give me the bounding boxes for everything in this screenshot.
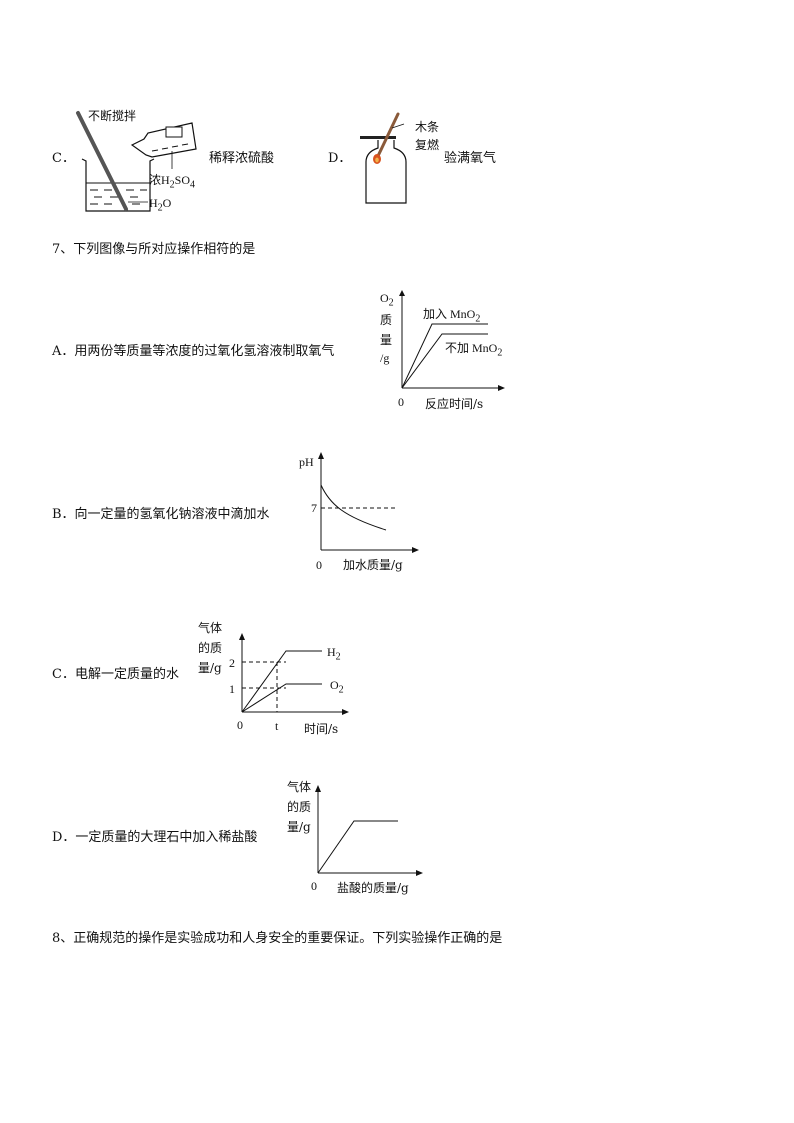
chart-c-y-l1: 气体 xyxy=(198,621,223,635)
chart-c-tick-1: 1 xyxy=(229,682,235,696)
chart-b-axes xyxy=(318,452,419,553)
chart-d-origin: 0 xyxy=(311,879,317,893)
series-without-mno2-line xyxy=(401,333,488,389)
h2-line xyxy=(241,650,322,713)
chart-b-xlabel: 加水质量/g xyxy=(343,558,403,572)
chart-d-y-l3: 量/g xyxy=(287,820,311,834)
q6-option-d-letter: D． xyxy=(328,151,352,166)
chart-c-xlabel: 时间/s xyxy=(304,722,339,736)
chart-b-tick-7: 7 xyxy=(311,501,317,515)
chart-c-origin: 0 xyxy=(237,718,243,732)
o2-line xyxy=(241,683,322,713)
y-o: O xyxy=(380,291,389,305)
y-o-sub: 2 xyxy=(388,297,394,309)
ph-curve xyxy=(320,484,387,531)
q6-option-d-caption: 验满氧气 xyxy=(444,151,497,166)
chart-c-tick-2: 2 xyxy=(229,656,235,670)
chart-c-o2-label: O2 xyxy=(330,677,344,698)
water-suffix: O xyxy=(162,196,172,210)
q7-option-c-text: C．电解一定质量的水 xyxy=(52,667,179,682)
chart-c-tick-t: t xyxy=(275,719,279,733)
chart-a-y-l3: /g xyxy=(380,351,390,365)
chart-a-series1-label: 加入 MnO2 xyxy=(423,306,480,327)
chart-c-y-l3: 量/g xyxy=(198,661,222,675)
gas-mass-line xyxy=(317,820,398,874)
dilution-apparatus-diagram xyxy=(76,111,197,212)
chart-d-xlabel: 盐酸的质量/g xyxy=(337,881,409,895)
conc-sulfuric-acid-label: 浓H2SO4 xyxy=(149,172,195,193)
relight-label: 复燃 xyxy=(415,138,440,152)
chart-c-axes xyxy=(239,633,349,715)
chart-a-y-l2: 量 xyxy=(380,333,393,347)
stick-label: 木条 xyxy=(415,120,440,134)
chart-a-series2-label: 不加 MnO2 xyxy=(445,340,502,361)
chart-d-axes xyxy=(315,785,423,876)
chart-d-y-l1: 气体 xyxy=(287,780,312,794)
chart-a-xlabel: 反应时间/s xyxy=(425,397,484,411)
acid-sub-2: 2 xyxy=(169,179,175,191)
chart-d-y-l2: 的质 xyxy=(287,800,312,814)
water-sub: 2 xyxy=(157,202,163,214)
chart-a-y-o2: O2 xyxy=(380,290,394,311)
chart-a-origin: 0 xyxy=(398,395,404,409)
chart-b-ylabel: pH xyxy=(299,455,314,469)
h2-prefix: H xyxy=(327,645,336,659)
acid-mid: SO xyxy=(174,173,191,187)
s2-sub: 2 xyxy=(497,347,503,359)
o2-sub: 2 xyxy=(338,684,344,696)
q7-option-b-text: B．向一定量的氢氧化钠溶液中滴加水 xyxy=(52,507,270,522)
s2-prefix: 不加 MnO xyxy=(445,341,498,355)
o2-prefix: O xyxy=(330,678,339,692)
water-label: H2O xyxy=(149,195,171,216)
s1-sub: 2 xyxy=(475,313,481,325)
water-prefix: H xyxy=(149,196,158,210)
chart-a-axes xyxy=(399,290,505,391)
oxygen-bottle-diagram xyxy=(360,112,407,204)
question-7-stem: 7、下列图像与所对应操作相符的是 xyxy=(52,242,256,257)
question-8-stem: 8、正确规范的操作是实验成功和人身安全的重要保证。下列实验操作正确的是 xyxy=(52,931,503,946)
q6-option-c-letter: C． xyxy=(52,151,75,166)
q6-option-c-caption: 稀释浓硫酸 xyxy=(209,151,275,166)
acid-sub-4: 4 xyxy=(190,179,196,191)
chart-c-y-l2: 的质 xyxy=(198,641,223,655)
acid-prefix: 浓H xyxy=(149,173,170,187)
h2-sub: 2 xyxy=(335,651,341,663)
q7-option-d-text: D．一定质量的大理石中加入稀盐酸 xyxy=(52,830,258,845)
chart-c-h2-label: H2 xyxy=(327,644,341,665)
series-with-mno2-line xyxy=(401,323,488,389)
chart-a-y-l1: 质 xyxy=(380,313,393,327)
stir-label: 不断搅拌 xyxy=(88,109,137,123)
chart-b-origin: 0 xyxy=(316,558,322,572)
s1-prefix: 加入 MnO xyxy=(423,307,476,321)
q7-option-a-text: A．用两份等质量等浓度的过氧化氢溶液制取氧气 xyxy=(52,344,335,359)
